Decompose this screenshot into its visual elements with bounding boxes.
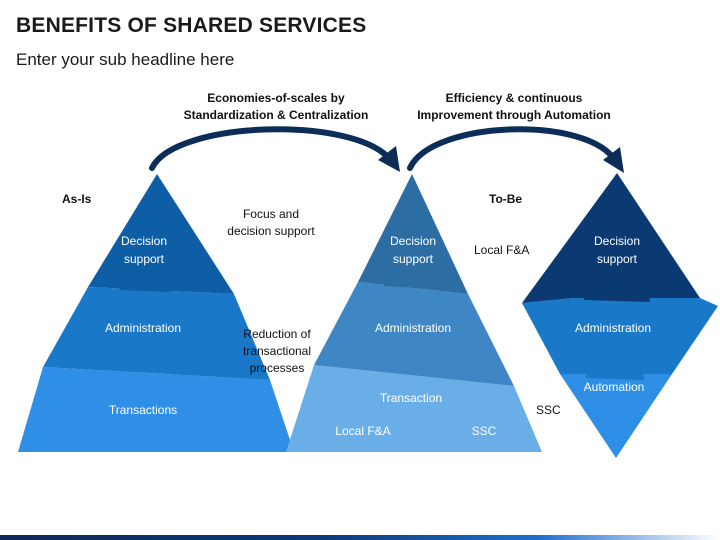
right-arrow-label-line1: Efficiency & continuous (446, 91, 583, 105)
as-is-label: As-Is (62, 192, 92, 206)
as-is-administration-text: Administration (105, 321, 181, 335)
left-arrow-head (378, 146, 400, 172)
transition-bump-mid (388, 355, 444, 374)
as-is-administration-layer (43, 287, 270, 380)
to-be-bump-mid (586, 361, 644, 380)
as-is-transactions-layer (18, 367, 294, 452)
as-is-pyramid (18, 174, 294, 452)
transition-pyramid (286, 174, 542, 452)
left-arrow-label-line1: Economies-of-scales by (207, 91, 345, 105)
to-be-administration-text: Administration (575, 321, 651, 335)
transition-outside-ssc: SSC (536, 403, 561, 417)
reduction-note-line2: transactional (243, 344, 311, 358)
focus-note-line1: Focus and (243, 207, 299, 221)
reduction-note-line3: processes (250, 361, 305, 375)
right-curved-arrow (407, 126, 619, 171)
page-subtitle: Enter your sub headline here (16, 50, 235, 69)
to-be-diamond (522, 173, 718, 458)
transition-transaction-text: Transaction (380, 391, 442, 405)
transition-decision-layer (358, 174, 468, 294)
transition-bottom-left-text: Local F&A (335, 424, 390, 438)
as-is-decision-layer (88, 174, 234, 294)
bottom-accent-bar (0, 535, 720, 540)
right-arrow-head (603, 147, 624, 173)
to-be-label: To-Be (489, 192, 522, 206)
reduction-note-line1: Reduction of (243, 327, 311, 341)
left-curved-arrow (149, 126, 395, 171)
transition-side-label: Local F&A (474, 243, 529, 257)
transition-administration-layer (314, 282, 514, 386)
transition-decision-line1: Decision (390, 234, 436, 248)
right-arrow-label-line2: Improvement through Automation (417, 108, 611, 122)
page-title: BENEFITS OF SHARED SERVICES (16, 14, 367, 37)
to-be-bump-top (584, 283, 650, 302)
to-be-decision-line2: support (597, 252, 638, 266)
to-be-automation-text: Automation (584, 380, 645, 394)
as-is-decision-line1: Decision (121, 234, 167, 248)
as-is-bump-mid (120, 357, 178, 374)
as-is-decision-line2: support (124, 252, 165, 266)
transition-decision-line2: support (393, 252, 434, 266)
as-is-bump-top (120, 276, 170, 292)
to-be-decision-layer (522, 173, 700, 303)
as-is-transactions-text: Transactions (109, 403, 177, 417)
to-be-administration-layer (522, 298, 718, 374)
transition-bump-top (384, 272, 432, 289)
transition-administration-text: Administration (375, 321, 451, 335)
focus-note-line2: decision support (227, 224, 315, 238)
transition-transaction-layer (286, 365, 542, 452)
to-be-automation-layer (560, 374, 672, 458)
transition-bottom-right-text: SSC (472, 424, 497, 438)
left-arrow-label-line2: Standardization & Centralization (184, 108, 369, 122)
to-be-decision-line1: Decision (594, 234, 640, 248)
